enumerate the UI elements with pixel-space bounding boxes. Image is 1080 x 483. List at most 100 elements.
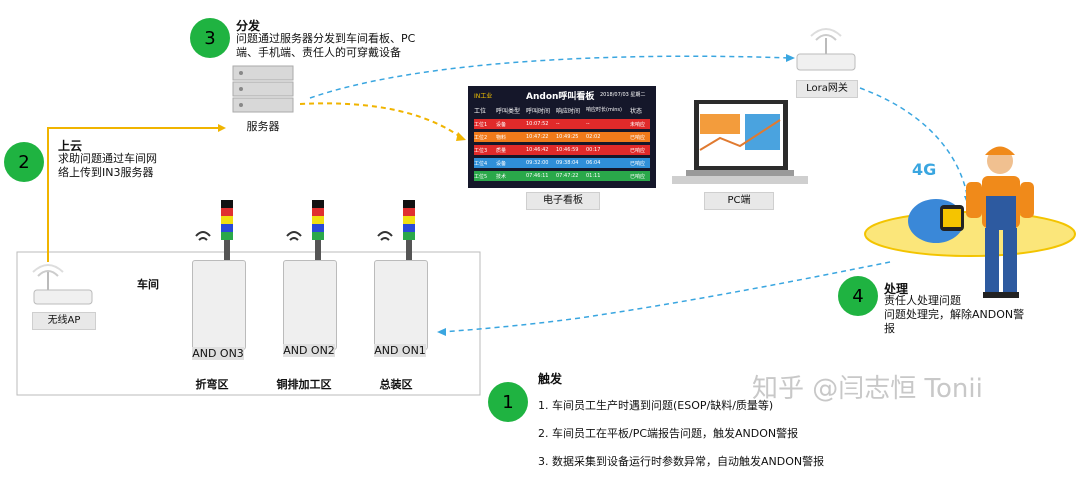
light-tower-andon3: [221, 200, 233, 276]
pc-label: PC端: [704, 192, 774, 210]
step-badge-upload: 2: [4, 142, 44, 182]
board-header: 工位: [474, 108, 487, 115]
worker-base-disc: [864, 211, 1076, 257]
board-logo: IN工业: [474, 93, 493, 100]
board-cell: 已响应: [630, 161, 646, 167]
board-title: Andon呼叫看板: [526, 92, 595, 102]
board-cell: 10:46:59: [556, 147, 579, 153]
zone-label-andon2: 铜排加工区: [276, 378, 332, 391]
board-cell: 10:46:42: [526, 147, 549, 153]
server-to-board-line: [299, 102, 463, 139]
board-row: 工位5 技术 07:46:11 07:47:22 01:11 已响应: [474, 171, 650, 181]
zone-label-andon3: 折弯区: [195, 378, 229, 391]
step-title-upload: 上云: [58, 139, 83, 153]
board-cell: 01:11: [586, 173, 601, 179]
board-cell: 设备: [496, 122, 507, 128]
board-cell: 工位2: [474, 135, 488, 141]
board-row: 工位2 物料 10:47:22 10:49:25 02:02 已响应: [474, 132, 650, 142]
board-cell: 已响应: [630, 135, 646, 141]
board-cell: 10:47:22: [526, 134, 549, 140]
board-header: 呼叫类型: [496, 108, 521, 115]
step-badge-trigger: 1: [488, 382, 528, 422]
board-header: 状态: [630, 108, 643, 115]
lora-label: Lora网关: [796, 80, 858, 98]
board-cell: 质量: [496, 148, 507, 154]
board-row: 工位1 设备 10:07:52 -- -- 未响应: [474, 119, 650, 129]
server-label: 服务器: [246, 120, 280, 133]
board-cell: --: [556, 121, 560, 127]
andon1-name: AND ON1: [374, 344, 426, 357]
step-text-upload: 求助问题通过车间网 络上传到IN3服务器: [58, 152, 157, 179]
board-cell: 工位3: [474, 148, 488, 154]
watermark: 知乎 @闫志恒 Tonii: [752, 374, 983, 404]
board-header-row: 工位 呼叫类型 呼叫时间 响应时间 响应时长(mins) 状态: [474, 106, 650, 116]
board-cell: 09:38:04: [556, 160, 579, 166]
andon2-device: [283, 260, 337, 350]
board-label: 电子看板: [526, 192, 600, 210]
electronic-board-screen: IN工业 Andon呼叫看板 2018/07/03 星期二 工位 呼叫类型 呼叫…: [468, 86, 656, 188]
andon2-name: AND ON2: [283, 344, 335, 357]
board-cell: 物料: [496, 135, 507, 141]
wifi-icon-andon3: [195, 231, 211, 241]
lora-router-icon: [796, 28, 856, 71]
worker-to-workshop-arrowhead: [437, 328, 446, 336]
step-title-distribute: 分发: [236, 19, 261, 33]
board-cell: 02:02: [586, 134, 601, 140]
worker-figure: [966, 146, 1034, 298]
step-title-handle: 处理: [884, 282, 909, 296]
smartwatch-icon: [908, 199, 964, 243]
board-cell: 09:32:00: [526, 160, 549, 166]
lora-to-worker-line: [859, 87, 969, 201]
upload-arrowhead: [218, 124, 226, 132]
board-cell: 00:17: [586, 147, 601, 153]
workshop-frame: [16, 251, 481, 396]
board-cell: 07:47:22: [556, 173, 579, 179]
board-cell: 工位5: [474, 174, 488, 180]
server-icon: [232, 65, 294, 113]
board-datetime: 2018/07/03 星期二: [600, 92, 646, 98]
trigger-item-2: 2. 车间员工在平板/PC端报告问题，触发ANDON警报: [538, 427, 799, 440]
board-header: 响应时间: [556, 108, 581, 115]
andon3-device: [192, 260, 246, 350]
wifi-icon-andon2: [286, 231, 302, 241]
server-to-lora-arrowhead: [786, 54, 795, 62]
andon1-device: [374, 260, 428, 350]
step-title-trigger: 触发: [538, 372, 563, 386]
pc-monitor-icon: [672, 100, 808, 184]
board-cell: 技术: [496, 174, 507, 180]
board-header: 响应时长(mins): [586, 107, 622, 113]
board-cell: 已响应: [630, 174, 646, 180]
step-badge-distribute: 3: [190, 18, 230, 58]
board-cell: 07:46:11: [526, 173, 549, 179]
step-text-handle: 责任人处理问题 问题处理完，解除ANDON警 报: [884, 294, 1025, 335]
trigger-item-1: 1. 车间员工生产时遇到问题(ESOP/缺料/质量等): [538, 399, 774, 412]
board-cell: 已响应: [630, 148, 646, 154]
zone-label-andon1: 总装区: [379, 378, 413, 391]
step-badge-handle: 4: [838, 276, 878, 316]
fourg-label: 4G: [912, 160, 937, 179]
board-header: 呼叫时间: [526, 108, 551, 115]
worker-to-workshop-line: [439, 261, 891, 333]
board-cell: 工位4: [474, 161, 488, 167]
andon3-name: AND ON3: [192, 347, 244, 360]
ap-router-icon: [32, 264, 93, 305]
upload-line: [47, 127, 218, 262]
wifi-icon-andon1: [377, 231, 393, 241]
server-to-board-arrowhead: [456, 132, 466, 141]
diagram-canvas: [16, 28, 1076, 396]
board-row: 工位3 质量 10:46:42 10:46:59 00:17 已响应: [474, 145, 650, 155]
board-cell: 06:04: [586, 160, 601, 166]
light-tower-andon2: [312, 200, 324, 276]
board-row: 工位4 设备 09:32:00 09:38:04 06:04 已响应: [474, 158, 650, 168]
light-tower-andon1: [403, 200, 415, 276]
board-cell: --: [586, 121, 590, 127]
workshop-label: 车间: [137, 278, 159, 291]
board-cell: 10:07:52: [526, 121, 549, 127]
board-cell: 未响应: [630, 122, 646, 128]
ap-label: 无线AP: [32, 312, 96, 330]
trigger-item-3: 3. 数据采集到设备运行时参数异常，自动触发ANDON警报: [538, 455, 825, 468]
step-text-distribute: 问题通过服务器分发到车间看板、PC 端、手机端、责任人的可穿戴设备: [236, 32, 416, 59]
board-cell: 设备: [496, 161, 507, 167]
board-cell: 工位1: [474, 122, 488, 128]
board-cell: 10:49:25: [556, 134, 579, 140]
